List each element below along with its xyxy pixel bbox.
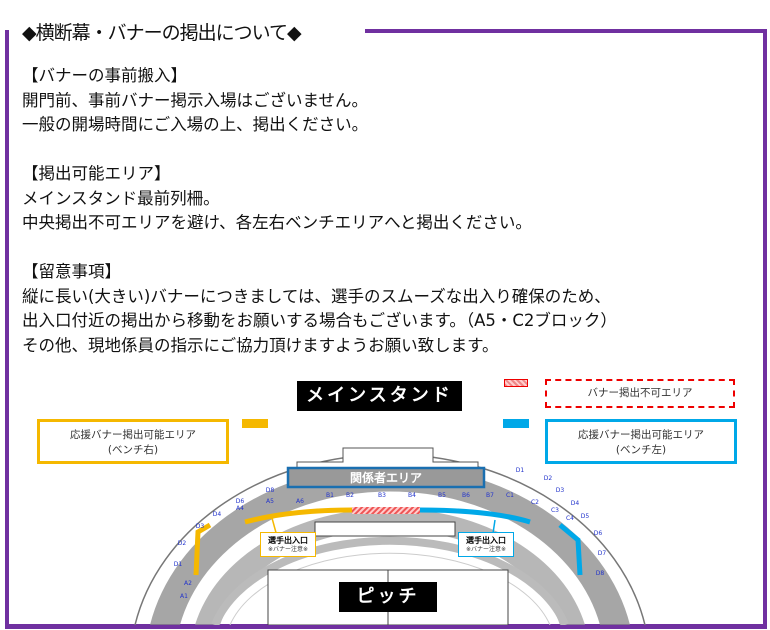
block-label: D6 [594, 530, 603, 537]
entrance-note: ※バナー注意※ [465, 546, 507, 553]
text-line: 中央掲出不可エリアを避け、各左右ベンチエリアへと掲出ください。 [22, 213, 532, 232]
heading-notes: 【留意事項】 [22, 262, 121, 281]
legend-left-bench: 応援バナー掲出可能エリア (ベンチ左) [545, 419, 737, 464]
block-label: D7 [598, 550, 607, 557]
block-label: C2 [531, 499, 539, 506]
block-label: D3 [196, 523, 205, 530]
legend-right-bench: 応援バナー掲出可能エリア (ベンチ右) [37, 419, 229, 464]
heading-allowed-area: 【掲出可能エリア】 [22, 164, 171, 183]
bench-left-banner-zone [419, 507, 531, 525]
block-label: B2 [346, 492, 354, 499]
text-line: 開門前、事前バナー掲示入場はございません。 [22, 90, 369, 110]
block-label: D8 [266, 487, 275, 494]
notice-body: 【バナーの事前搬入】 開門前、事前バナー掲示入場はございません。 一般の開場時間… [22, 64, 617, 358]
outer-stand [150, 465, 630, 625]
ng-area-swatch [504, 379, 528, 387]
frame-bottom-border [5, 624, 767, 629]
legend-ng-area: バナー掲出不可エリア [545, 379, 735, 408]
block-label: A5 [266, 498, 274, 505]
heading-prior-delivery: 【バナーの事前搬入】 [22, 66, 187, 85]
legend-ng-text: バナー掲出不可エリア [587, 387, 693, 399]
block-label: C3 [551, 507, 559, 514]
entrance-note: ※バナー注意※ [267, 546, 309, 553]
text-line: 縦に長い(大きい)バナーにつきましては、選手のスムーズな出入り確保のため、 [22, 286, 611, 306]
block-label: C1 [506, 492, 514, 499]
block-label: A6 [296, 498, 304, 505]
block-label: D5 [581, 513, 590, 520]
left-bench-swatch [503, 419, 529, 428]
legend-right-line1: 応援バナー掲出可能エリア [70, 429, 196, 441]
frame-top-border [365, 29, 767, 33]
text-line: 出入口付近の掲出から移動をお願いする場合もございます。（A5・C2ブロック） [22, 311, 617, 330]
banner-ng-zone [352, 507, 420, 514]
block-label: A1 [180, 593, 188, 600]
block-label: A2 [184, 580, 192, 587]
block-label: C4 [566, 515, 574, 522]
block-label: B4 [408, 492, 416, 499]
block-label: A4 [236, 505, 244, 512]
block-label: B3 [378, 492, 386, 499]
block-label: D4 [571, 500, 580, 507]
block-label: B5 [438, 492, 446, 499]
player-entrance-right: 選手出入口 ※バナー注意※ [260, 532, 316, 557]
text-line: 一般の開場時間にご入場の上、掲出ください。 [22, 115, 369, 134]
block-label: D2 [544, 475, 553, 482]
bench-right-banner-zone [244, 507, 353, 525]
block-label: B1 [326, 492, 334, 499]
legend-left-line1: 応援バナー掲出可能エリア [578, 429, 704, 441]
bench-area [314, 521, 456, 537]
block-label: D1 [516, 467, 525, 474]
legend-right-line2: (ベンチ右) [107, 444, 159, 456]
text-line: その他、現地係員の指示にご協力頂けますようお願い致します。 [22, 335, 499, 355]
block-label: D3 [556, 487, 565, 494]
block-label: D8 [596, 570, 605, 577]
entrance-label: 選手出入口 [466, 536, 506, 545]
section-title: ◆横断幕・バナーの掲出について◆ [22, 22, 302, 44]
bench-left-banner-zone-side [558, 523, 583, 576]
staff-area-label: 関係者エリア [350, 470, 422, 485]
frame-right-border [763, 29, 767, 628]
right-bench-swatch [242, 419, 268, 428]
track [211, 536, 569, 625]
frame-left-border [5, 30, 9, 628]
block-label: B7 [486, 492, 494, 499]
block-label: D2 [178, 540, 187, 547]
staff-area [286, 466, 486, 489]
block-label: D1 [174, 561, 183, 568]
block-label: D6 [236, 498, 245, 505]
text-line: メインスタンド最前列柵。 [22, 188, 220, 208]
bench-right-banner-zone-side [193, 522, 212, 576]
block-label: D4 [213, 511, 222, 518]
player-entrance-left: 選手出入口 ※バナー注意※ [458, 532, 514, 557]
entrance-label: 選手出入口 [268, 536, 308, 545]
block-label: B6 [462, 492, 470, 499]
legend-left-line2: (ベンチ左) [615, 444, 667, 456]
main-stand-label: メインスタンド [297, 381, 462, 411]
pitch-label: ピッチ [339, 582, 437, 612]
